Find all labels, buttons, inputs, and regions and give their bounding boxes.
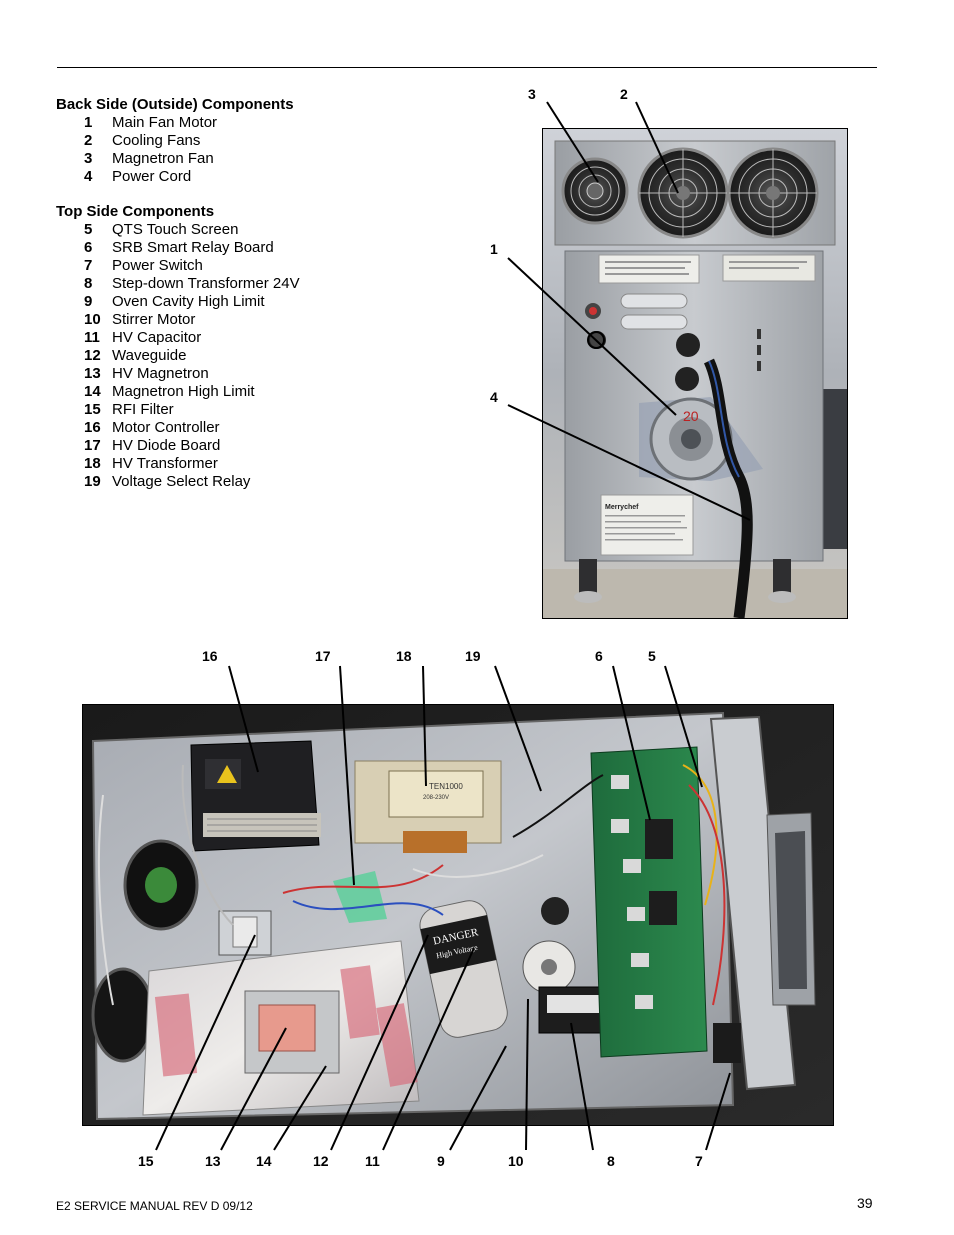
item-label: HV Transformer	[112, 455, 218, 472]
callout-14: 14	[256, 1153, 272, 1169]
item-label: HV Diode Board	[112, 437, 221, 454]
callout-7: 7	[695, 1153, 703, 1169]
motor-marker-text: 20	[683, 408, 699, 424]
brand-label: Merrychef	[605, 504, 639, 511]
top-side-title: Top Side Components	[56, 203, 215, 220]
item-number: 11	[84, 329, 100, 346]
callout-11: 11	[365, 1153, 380, 1169]
item-label: Cooling Fans	[112, 132, 201, 149]
item-number: 2	[84, 132, 93, 149]
callout-6: 6	[595, 648, 603, 664]
item-number: 1	[84, 114, 93, 131]
callout-3: 3	[528, 86, 536, 102]
footer-manual-title: E2 SERVICE MANUAL REV D 09/12	[56, 1199, 253, 1213]
item-number: 6	[84, 239, 93, 256]
callout-16: 16	[202, 648, 218, 664]
item-number: 12	[84, 347, 101, 364]
callout-15: 15	[138, 1153, 154, 1169]
callout-4: 4	[490, 389, 498, 405]
item-number: 3	[84, 150, 93, 167]
item-label: Magnetron Fan	[112, 150, 214, 167]
item-label: QTS Touch Screen	[112, 221, 239, 238]
item-number: 8	[84, 275, 93, 292]
page-number: 39	[857, 1195, 873, 1211]
item-number: 7	[84, 257, 93, 274]
fan-large-2	[727, 147, 819, 239]
item-number: 10	[84, 311, 101, 328]
callout-12: 12	[313, 1153, 329, 1169]
item-number: 16	[84, 419, 101, 436]
item-label: HV Capacitor	[112, 329, 202, 346]
callout-19: 19	[465, 648, 481, 664]
item-label: SRB Smart Relay Board	[112, 239, 274, 256]
item-number: 4	[84, 168, 93, 185]
item-label: Waveguide	[112, 347, 187, 364]
item-number: 5	[84, 221, 93, 238]
callout-9: 9	[437, 1153, 445, 1169]
item-label: Oven Cavity High Limit	[112, 293, 265, 310]
item-label: HV Magnetron	[112, 365, 209, 382]
fan-small	[561, 157, 629, 225]
back-side-title: Back Side (Outside) Components	[56, 96, 294, 113]
item-label: Main Fan Motor	[112, 114, 218, 131]
item-label: Power Switch	[112, 257, 203, 274]
item-number: 13	[84, 365, 101, 382]
item-label: Power Cord	[112, 168, 192, 185]
callout-17: 17	[315, 648, 331, 664]
callout-2: 2	[620, 86, 628, 102]
callout-13: 13	[205, 1153, 221, 1169]
item-number: 19	[84, 473, 101, 490]
item-label: RFI Filter	[112, 401, 174, 418]
top-side-photo: TEN1000 208-230V DANGER High Voltage	[82, 704, 834, 1126]
fan-large-1	[637, 147, 729, 239]
transformer-label-2: 208-230V	[423, 795, 449, 801]
item-label: Magnetron High Limit	[112, 383, 255, 400]
item-label: Motor Controller	[112, 419, 220, 436]
transformer-label-1: TEN1000	[429, 782, 463, 791]
callout-10: 10	[508, 1153, 524, 1169]
callout-1: 1	[490, 241, 498, 257]
item-number: 15	[84, 401, 101, 418]
callout-5: 5	[648, 648, 656, 664]
item-number: 18	[84, 455, 101, 472]
item-label: Voltage Select Relay	[112, 473, 251, 490]
back-side-photo: 20 Merrychef	[542, 128, 848, 619]
callout-18: 18	[396, 648, 412, 664]
item-number: 14	[84, 383, 101, 400]
item-number: 9	[84, 293, 93, 310]
header-rule	[57, 67, 877, 68]
callout-8: 8	[607, 1153, 615, 1169]
item-label: Stirrer Motor	[112, 311, 196, 328]
item-number: 17	[84, 437, 101, 454]
item-label: Step-down Transformer 24V	[112, 275, 300, 292]
